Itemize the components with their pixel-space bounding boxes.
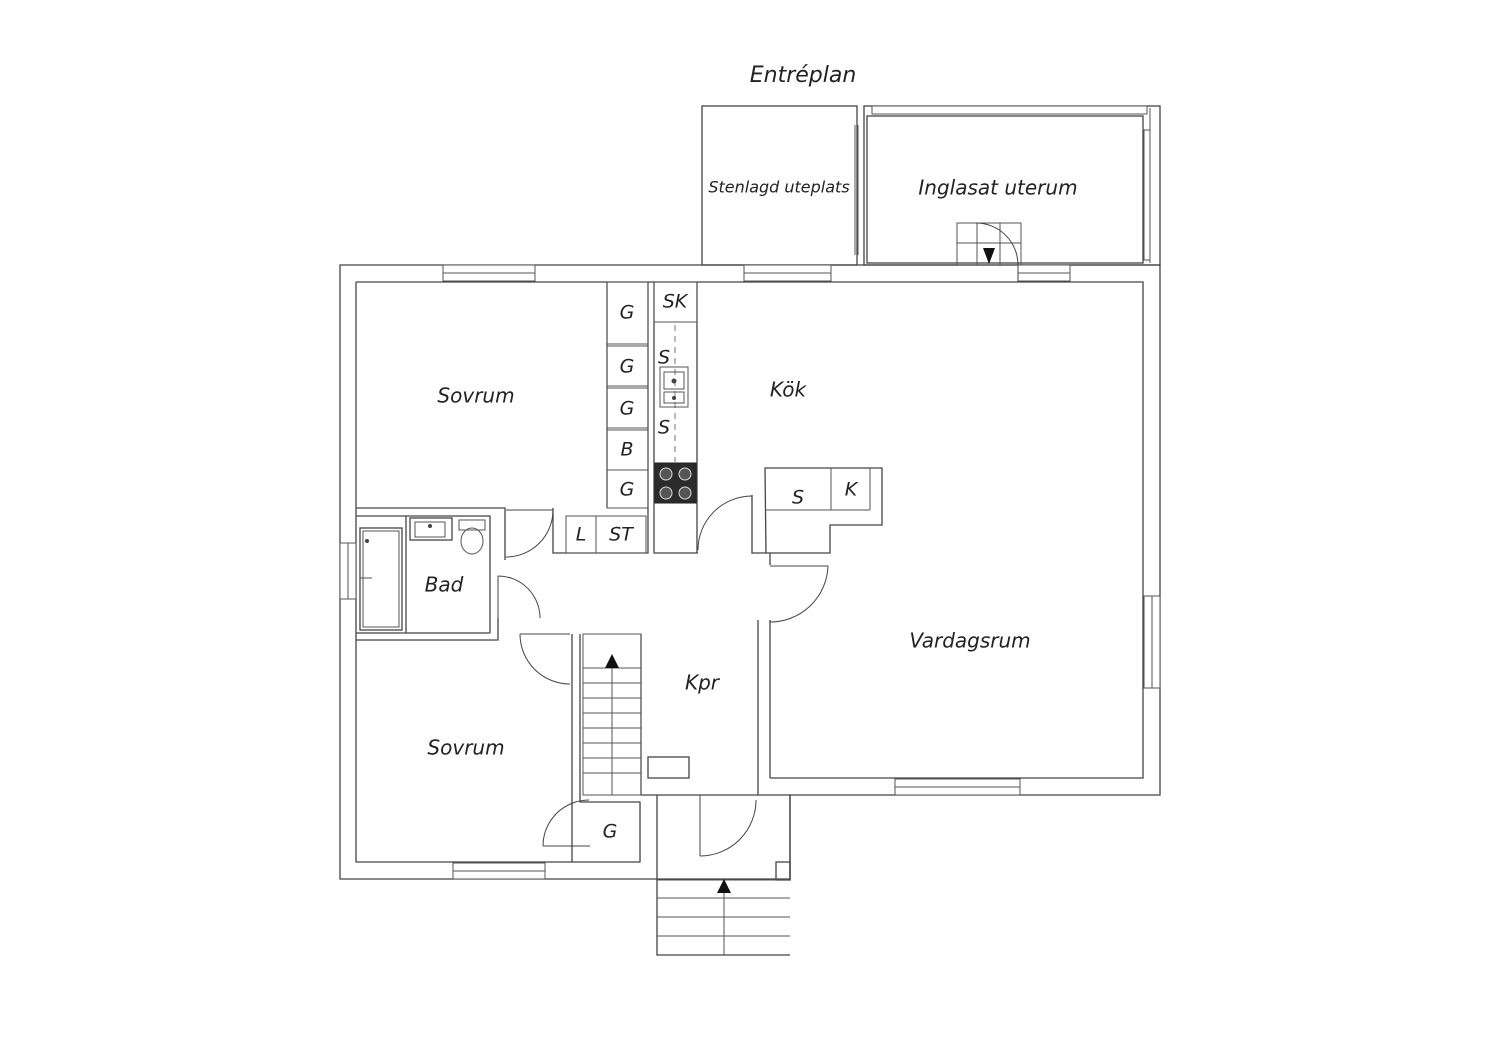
freezer-label: K <box>845 479 859 501</box>
island-cabinet-label: S <box>792 487 804 509</box>
room-label-patio: Stenlagd uteplats <box>708 178 849 197</box>
kitchen-counter <box>653 281 698 462</box>
wardrobe-label-2: G <box>620 356 635 378</box>
sink-icon <box>659 366 689 408</box>
wardrobe-label-3: G <box>620 398 635 420</box>
bath-sink-icon <box>409 517 453 541</box>
room-label-bedroom-bottom: Sovrum <box>427 736 504 760</box>
stair-arrow-icon <box>605 654 619 668</box>
entrance-arrow-icon <box>717 879 731 893</box>
wardrobe-column <box>606 281 649 509</box>
storage-label: ST <box>609 524 634 546</box>
room-label-sunroom: Inglasat uterum <box>918 176 1077 200</box>
closet-label-b: B <box>620 439 633 461</box>
room-label-kitchen: Kök <box>770 378 808 402</box>
closet-label-g: G <box>603 821 618 843</box>
wardrobe-label-1: G <box>620 302 635 324</box>
wardrobe-label-4: G <box>620 479 635 501</box>
linen-label: L <box>576 524 587 546</box>
room-label-hall: Kpr <box>685 671 721 695</box>
room-label-bath: Bad <box>425 573 464 597</box>
plan-title: Entréplan <box>750 63 857 88</box>
stove-icon <box>654 462 697 504</box>
fridge-label: SK <box>663 291 689 313</box>
bathtub-icon <box>359 527 403 631</box>
hall-cabinets <box>565 515 647 554</box>
door-arrow-icon <box>983 248 995 264</box>
toilet-icon <box>458 519 486 555</box>
room-label-bedroom-top: Sovrum <box>437 384 514 408</box>
windows <box>339 264 1161 880</box>
cabinet-label-1: S <box>658 347 670 369</box>
doors <box>497 222 1022 857</box>
cabinet-label-2: S <box>658 417 670 439</box>
room-label-living: Vardagsrum <box>909 629 1030 653</box>
